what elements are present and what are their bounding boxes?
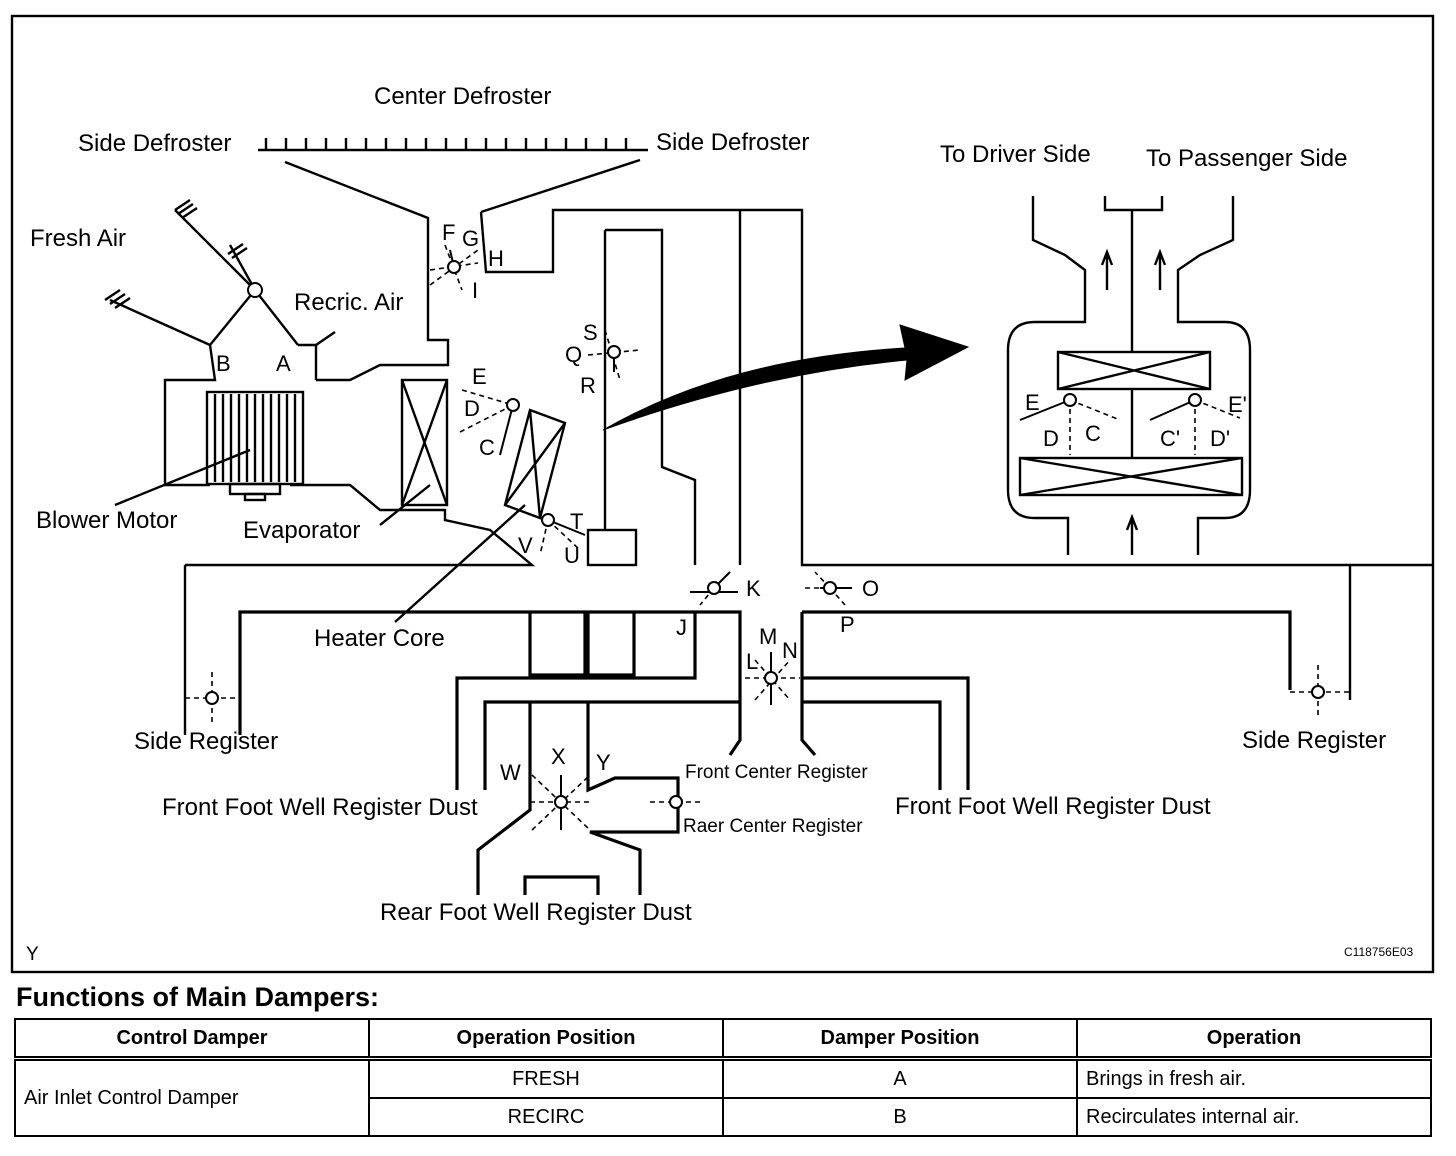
dampers-upper — [429, 244, 641, 556]
side-defroster-right-label: Side Defroster — [656, 129, 809, 156]
figure-code: C118756E03 — [1344, 945, 1413, 959]
damper-letter-g: G — [462, 226, 479, 251]
heater-core-label: Heater Core — [314, 625, 445, 652]
dampers-lower — [185, 571, 1350, 831]
damper-position-cell: A — [722, 1057, 1078, 1099]
evaporator-label: Evaporator — [243, 517, 360, 544]
dampers-section-title: Functions of Main Dampers: — [16, 982, 380, 1012]
operation-cell: Recirculates internal air. — [1076, 1097, 1432, 1137]
side-register-left-label: Side Register — [134, 728, 278, 755]
to-passenger-side-label: To Passenger Side — [1146, 145, 1347, 172]
leader-lines — [114, 448, 526, 623]
damper-letter-s: S — [583, 320, 598, 345]
front-foot-well-right-label: Front Foot Well Register Dust — [895, 793, 1211, 820]
damper-letter-l: L — [746, 649, 758, 674]
table-row: Air Inlet Control Damper FRESH A Brings … — [14, 1057, 1432, 1137]
damper-letter-x: X — [551, 744, 566, 769]
side-register-right-label: Side Register — [1242, 727, 1386, 754]
control-damper-cell: Air Inlet Control Damper — [14, 1057, 370, 1137]
damper-letter-o: O — [862, 576, 879, 601]
damper-letter-t: T — [570, 509, 583, 534]
inset-letter-e: E — [1025, 390, 1040, 415]
front-center-register-label: Front Center Register — [685, 762, 868, 783]
table-header-row: Control Damper Operation Position Damper… — [14, 1018, 1432, 1061]
inset-letter-c: C — [1085, 421, 1101, 446]
heater-core-unit — [503, 408, 567, 520]
damper-letter-w: W — [500, 760, 521, 785]
damper-letter-m: M — [759, 624, 777, 649]
damper-letter-r: R — [580, 373, 596, 398]
damper-letter-y: Y — [596, 750, 611, 775]
inset-letter-e-prime: E' — [1228, 392, 1247, 417]
column-header: Control Damper — [14, 1018, 370, 1061]
column-header: Operation — [1076, 1018, 1432, 1061]
inset-letter-d-prime: D' — [1210, 426, 1230, 451]
upper-duct — [284, 158, 1432, 567]
defroster-outlets — [258, 138, 648, 152]
operation-position-cell: FRESH — [368, 1057, 724, 1099]
fresh-air-label: Fresh Air — [30, 225, 126, 252]
air-inlet-assembly — [104, 199, 536, 567]
to-driver-side-label: To Driver Side — [940, 141, 1091, 168]
front-foot-well-left-label: Front Foot Well Register Dust — [162, 794, 478, 821]
damper-position-cell: B — [722, 1097, 1078, 1137]
damper-letter-a: A — [276, 351, 291, 376]
damper-letter-k: K — [746, 576, 761, 601]
lower-duct — [183, 565, 1352, 895]
damper-letter-h: H — [488, 246, 504, 271]
damper-letter-u: U — [564, 543, 580, 568]
diagram-frame — [10, 14, 1435, 974]
damper-letter-e: E — [472, 364, 487, 389]
rear-foot-well-label: Rear Foot Well Register Dust — [380, 899, 692, 926]
damper-letter-b: B — [216, 351, 231, 376]
damper-letter-p: P — [840, 612, 855, 637]
table-row: RECIRC B Recirculates internal air. — [15, 1097, 1432, 1137]
column-header: Damper Position — [722, 1018, 1078, 1061]
evaporator-core — [400, 378, 449, 507]
operation-position-cell: RECIRC — [368, 1097, 724, 1137]
damper-letter-q: Q — [565, 342, 582, 367]
operation-cell: Brings in fresh air. — [1076, 1057, 1432, 1099]
blower-motor-label: Blower Motor — [36, 507, 177, 534]
hvac-airflow-diagram: Center Defroster Side Defroster Side Def… — [10, 14, 1435, 974]
recirc-air-label: Recric. Air — [294, 289, 403, 316]
dampers-table: Control Damper Operation Position Damper… — [14, 1018, 1432, 1137]
damper-letter-j: J — [676, 615, 687, 640]
inset-letter-d: D — [1043, 426, 1059, 451]
column-header: Operation Position — [368, 1018, 724, 1061]
center-defroster-label: Center Defroster — [374, 83, 551, 110]
rear-center-register-label: Raer Center Register — [683, 816, 863, 837]
inset-split-view — [1006, 196, 1252, 555]
damper-letter-d: D — [464, 396, 480, 421]
damper-letter-f: F — [442, 220, 455, 245]
damper-letter-v: V — [518, 533, 533, 558]
damper-letter-i: I — [472, 278, 478, 303]
damper-letter-n: N — [782, 638, 798, 663]
corner-mark: Y — [26, 944, 39, 965]
flow-arrow — [602, 324, 970, 431]
inset-letter-c-prime: C' — [1160, 426, 1180, 451]
damper-letter-c: C — [479, 435, 495, 460]
side-defroster-left-label: Side Defroster — [78, 130, 231, 157]
